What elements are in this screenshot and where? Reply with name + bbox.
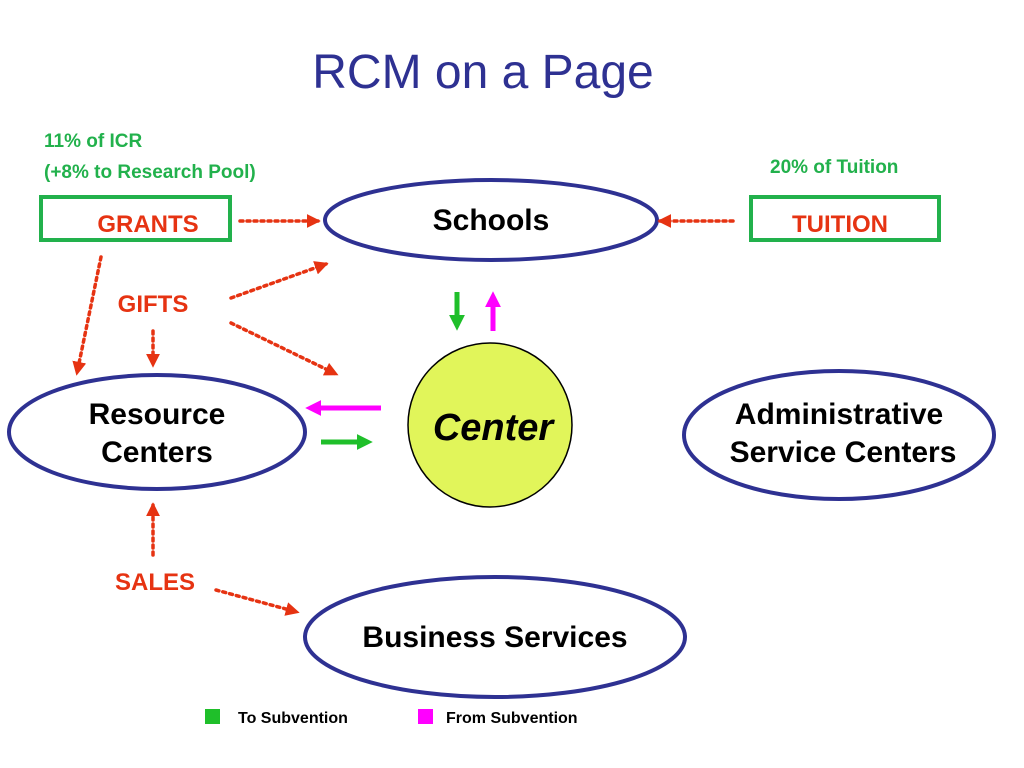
from-subvention-label: From Subvention [446,710,578,727]
tuition-note: 20% of Tuition [770,157,898,178]
icr-note-line2: (+8% to Research Pool) [44,162,256,183]
admin-service-centers-label-line1: Administrative [735,398,943,431]
resource-centers-node [7,373,307,491]
sales-to-business-services-arrow [214,588,300,616]
page-title: RCM on a Page [312,46,654,99]
admin-service-centers-node [682,369,996,501]
tuition-label: TUITION [792,211,888,238]
grants-label: GRANTS [97,211,198,238]
gifts-to-center-arrow [229,321,339,376]
center-node [407,342,573,508]
admin-service-centers-label-line2: Service Centers [730,436,957,469]
business-services-label: Business Services [362,621,627,654]
tuition-box [749,195,941,242]
sales-label: SALES [115,569,195,596]
resource-centers-label-line2: Centers [101,436,213,469]
to-subvention-swatch [205,709,220,724]
to-subvention-label: To Subvention [238,710,348,727]
grants-to-resource-centers-arrow [72,255,103,376]
gifts-to-schools-arrow [229,261,329,300]
icr-note-line1: 11% of ICR [44,131,142,152]
center-label: Center [433,407,556,449]
grants-box [39,195,232,242]
from-subvention-swatch [418,709,433,724]
resource-centers-label-line1: Resource [89,398,226,431]
schools-label: Schools [433,204,550,237]
schools-node [323,178,659,262]
business-services-node [303,575,687,699]
gifts-label: GIFTS [118,291,189,318]
